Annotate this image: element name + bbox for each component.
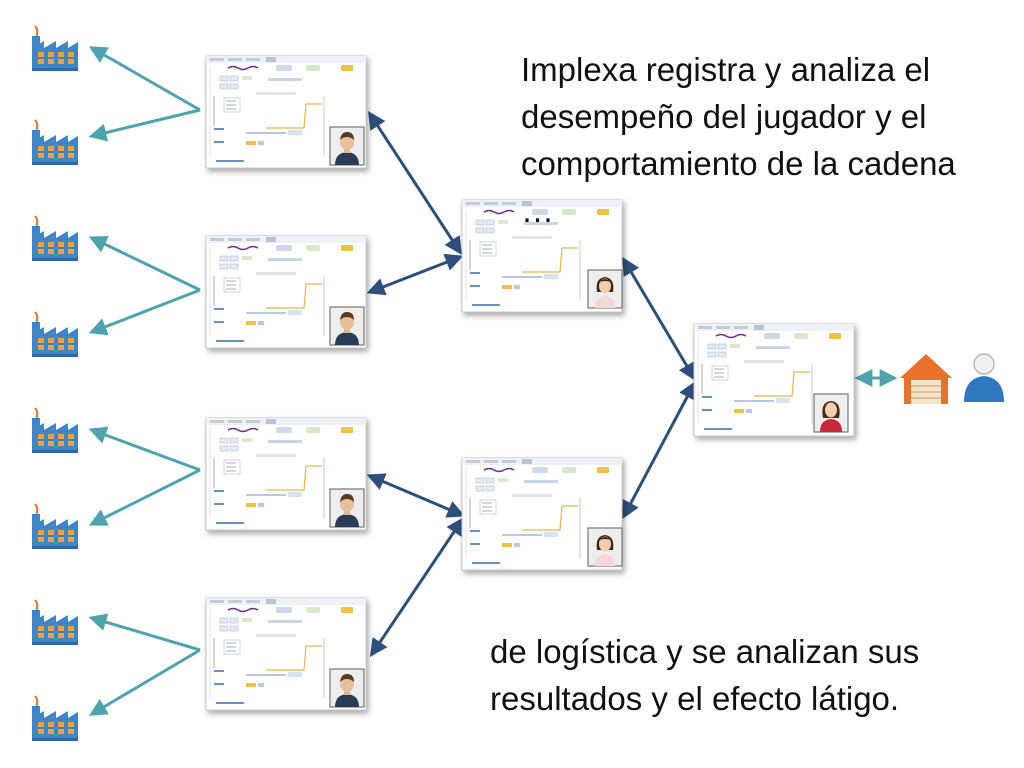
factory-arrow	[88, 288, 201, 336]
factory-icon	[30, 118, 80, 167]
player-screen	[461, 457, 623, 571]
factory-arrow	[88, 426, 201, 472]
factory-icon	[30, 310, 80, 359]
player-screen	[205, 55, 367, 169]
chain-arrow	[369, 517, 465, 657]
level3-screens	[693, 323, 855, 437]
player-avatar	[329, 668, 365, 708]
caption-bottom: de logística y se analizan sus resultado…	[490, 628, 1010, 722]
factory-arrow	[88, 108, 201, 142]
caption-top-ellipsis: …	[521, 192, 554, 229]
caption-bottom-line: de logística y se analizan sus	[490, 633, 920, 670]
chain-arrow	[622, 380, 696, 520]
chain-connectors	[366, 110, 696, 657]
player-screen	[205, 417, 367, 531]
player-avatar	[329, 488, 365, 528]
level2-screens	[461, 199, 623, 571]
player-avatar	[813, 393, 849, 433]
player-avatar	[587, 269, 623, 309]
player-avatar	[587, 527, 623, 567]
factory-arrow	[88, 46, 201, 112]
caption-top-line: comportamiento de la cadena	[521, 145, 956, 182]
store-icon	[900, 354, 952, 404]
caption-top: Implexa registra y analiza el desempeño …	[521, 46, 1021, 234]
level1-screens	[205, 55, 367, 711]
player-screen	[693, 323, 855, 437]
caption-top-line: Implexa registra y analiza el	[521, 51, 931, 88]
factory-icon	[30, 214, 80, 263]
chain-arrow	[366, 253, 464, 296]
factory-arrow	[88, 468, 201, 526]
chain-arrow	[368, 110, 462, 256]
player-avatar	[329, 306, 365, 346]
chain-arrow	[622, 256, 696, 382]
player-avatar	[329, 126, 365, 166]
caption-top-line: desempeño del jugador y el	[521, 98, 927, 135]
factory-icon	[30, 694, 80, 743]
factory-icon	[30, 24, 80, 73]
factory-icon	[30, 502, 80, 551]
factory-arrow	[88, 236, 201, 292]
factory-arrow	[88, 613, 201, 652]
caption-bottom-line: resultados y el efecto látigo.	[490, 680, 900, 717]
factory-icon	[30, 598, 80, 647]
customer-node	[900, 353, 1004, 404]
chain-arrow	[366, 473, 466, 518]
factory-icon	[30, 406, 80, 455]
factory-connectors	[88, 46, 898, 716]
player-screen	[205, 597, 367, 711]
factory-arrow	[88, 648, 201, 716]
person-icon	[964, 353, 1004, 402]
factory-column	[30, 24, 80, 743]
player-screen	[205, 235, 367, 349]
